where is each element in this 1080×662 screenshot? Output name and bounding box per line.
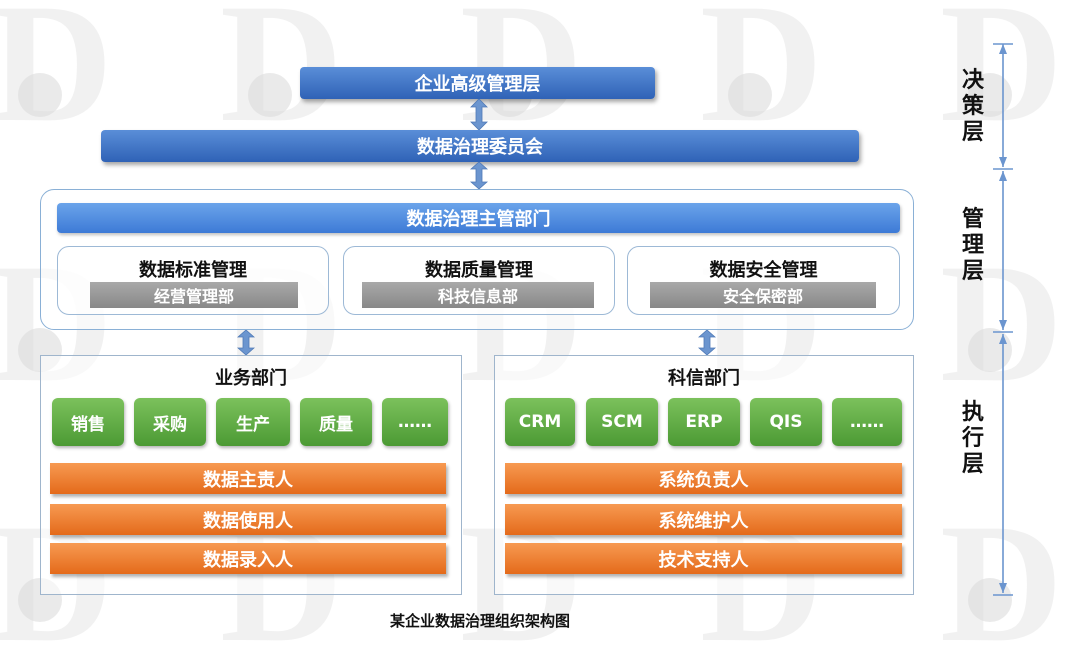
tech-role-support: 技术支持人 <box>505 543 902 574</box>
business-item-quality: 质量 <box>300 398 372 446</box>
governance-dept-bar: 数据治理主管部门 <box>57 203 900 233</box>
business-role-owner: 数据主责人 <box>50 463 446 494</box>
double-arrow-icon <box>470 162 488 189</box>
business-dept-title: 业务部门 <box>215 368 287 389</box>
svg-text:D: D <box>0 0 113 157</box>
double-arrow-icon <box>698 330 716 355</box>
double-arrow-icon <box>470 99 488 130</box>
business-item-more: …… <box>382 398 448 446</box>
security-mgmt-dept: 安全保密部 <box>650 282 876 308</box>
governance-dept-label: 数据治理主管部门 <box>406 209 551 230</box>
standard-mgmt-card: 数据标准管理 经营管理部 <box>57 246 329 315</box>
governance-committee-bar: 数据治理委员会 <box>101 130 859 162</box>
figure-caption: 某企业数据治理组织架构图 <box>389 612 570 630</box>
business-item-production: 生产 <box>216 398 290 446</box>
quality-mgmt-dept: 科技信息部 <box>362 282 594 308</box>
tech-item-erp: ERP <box>668 398 740 446</box>
standard-mgmt-title: 数据标准管理 <box>139 260 247 281</box>
management-layer-label: 管理层 <box>961 207 984 284</box>
tech-item-more: …… <box>832 398 902 446</box>
execution-layer-label: 执行层 <box>961 400 984 477</box>
tech-item-qis: QIS <box>750 398 822 446</box>
security-mgmt-title: 数据安全管理 <box>709 260 818 281</box>
senior-management-label: 企业高级管理层 <box>414 74 541 95</box>
tech-item-scm: SCM <box>586 398 658 446</box>
tech-item-crm: CRM <box>505 398 575 446</box>
standard-mgmt-dept: 经营管理部 <box>90 282 298 308</box>
tech-dept-title: 科信部门 <box>668 368 740 389</box>
tech-role-maintainer: 系统维护人 <box>505 504 902 535</box>
quality-mgmt-title: 数据质量管理 <box>425 260 533 281</box>
business-item-sales: 销售 <box>52 398 124 446</box>
tech-role-owner: 系统负责人 <box>505 463 902 494</box>
double-arrow-icon <box>237 330 255 355</box>
layer-scale-line <box>993 43 1013 596</box>
business-item-purchasing: 采购 <box>134 398 206 446</box>
quality-mgmt-card: 数据质量管理 科技信息部 <box>343 246 615 315</box>
decision-layer-label: 决策层 <box>961 68 984 145</box>
business-role-entry: 数据录入人 <box>50 543 446 574</box>
senior-management-bar: 企业高级管理层 <box>300 67 655 99</box>
security-mgmt-card: 数据安全管理 安全保密部 <box>627 246 900 315</box>
business-role-user: 数据使用人 <box>50 504 446 535</box>
governance-committee-label: 数据治理委员会 <box>417 137 543 158</box>
